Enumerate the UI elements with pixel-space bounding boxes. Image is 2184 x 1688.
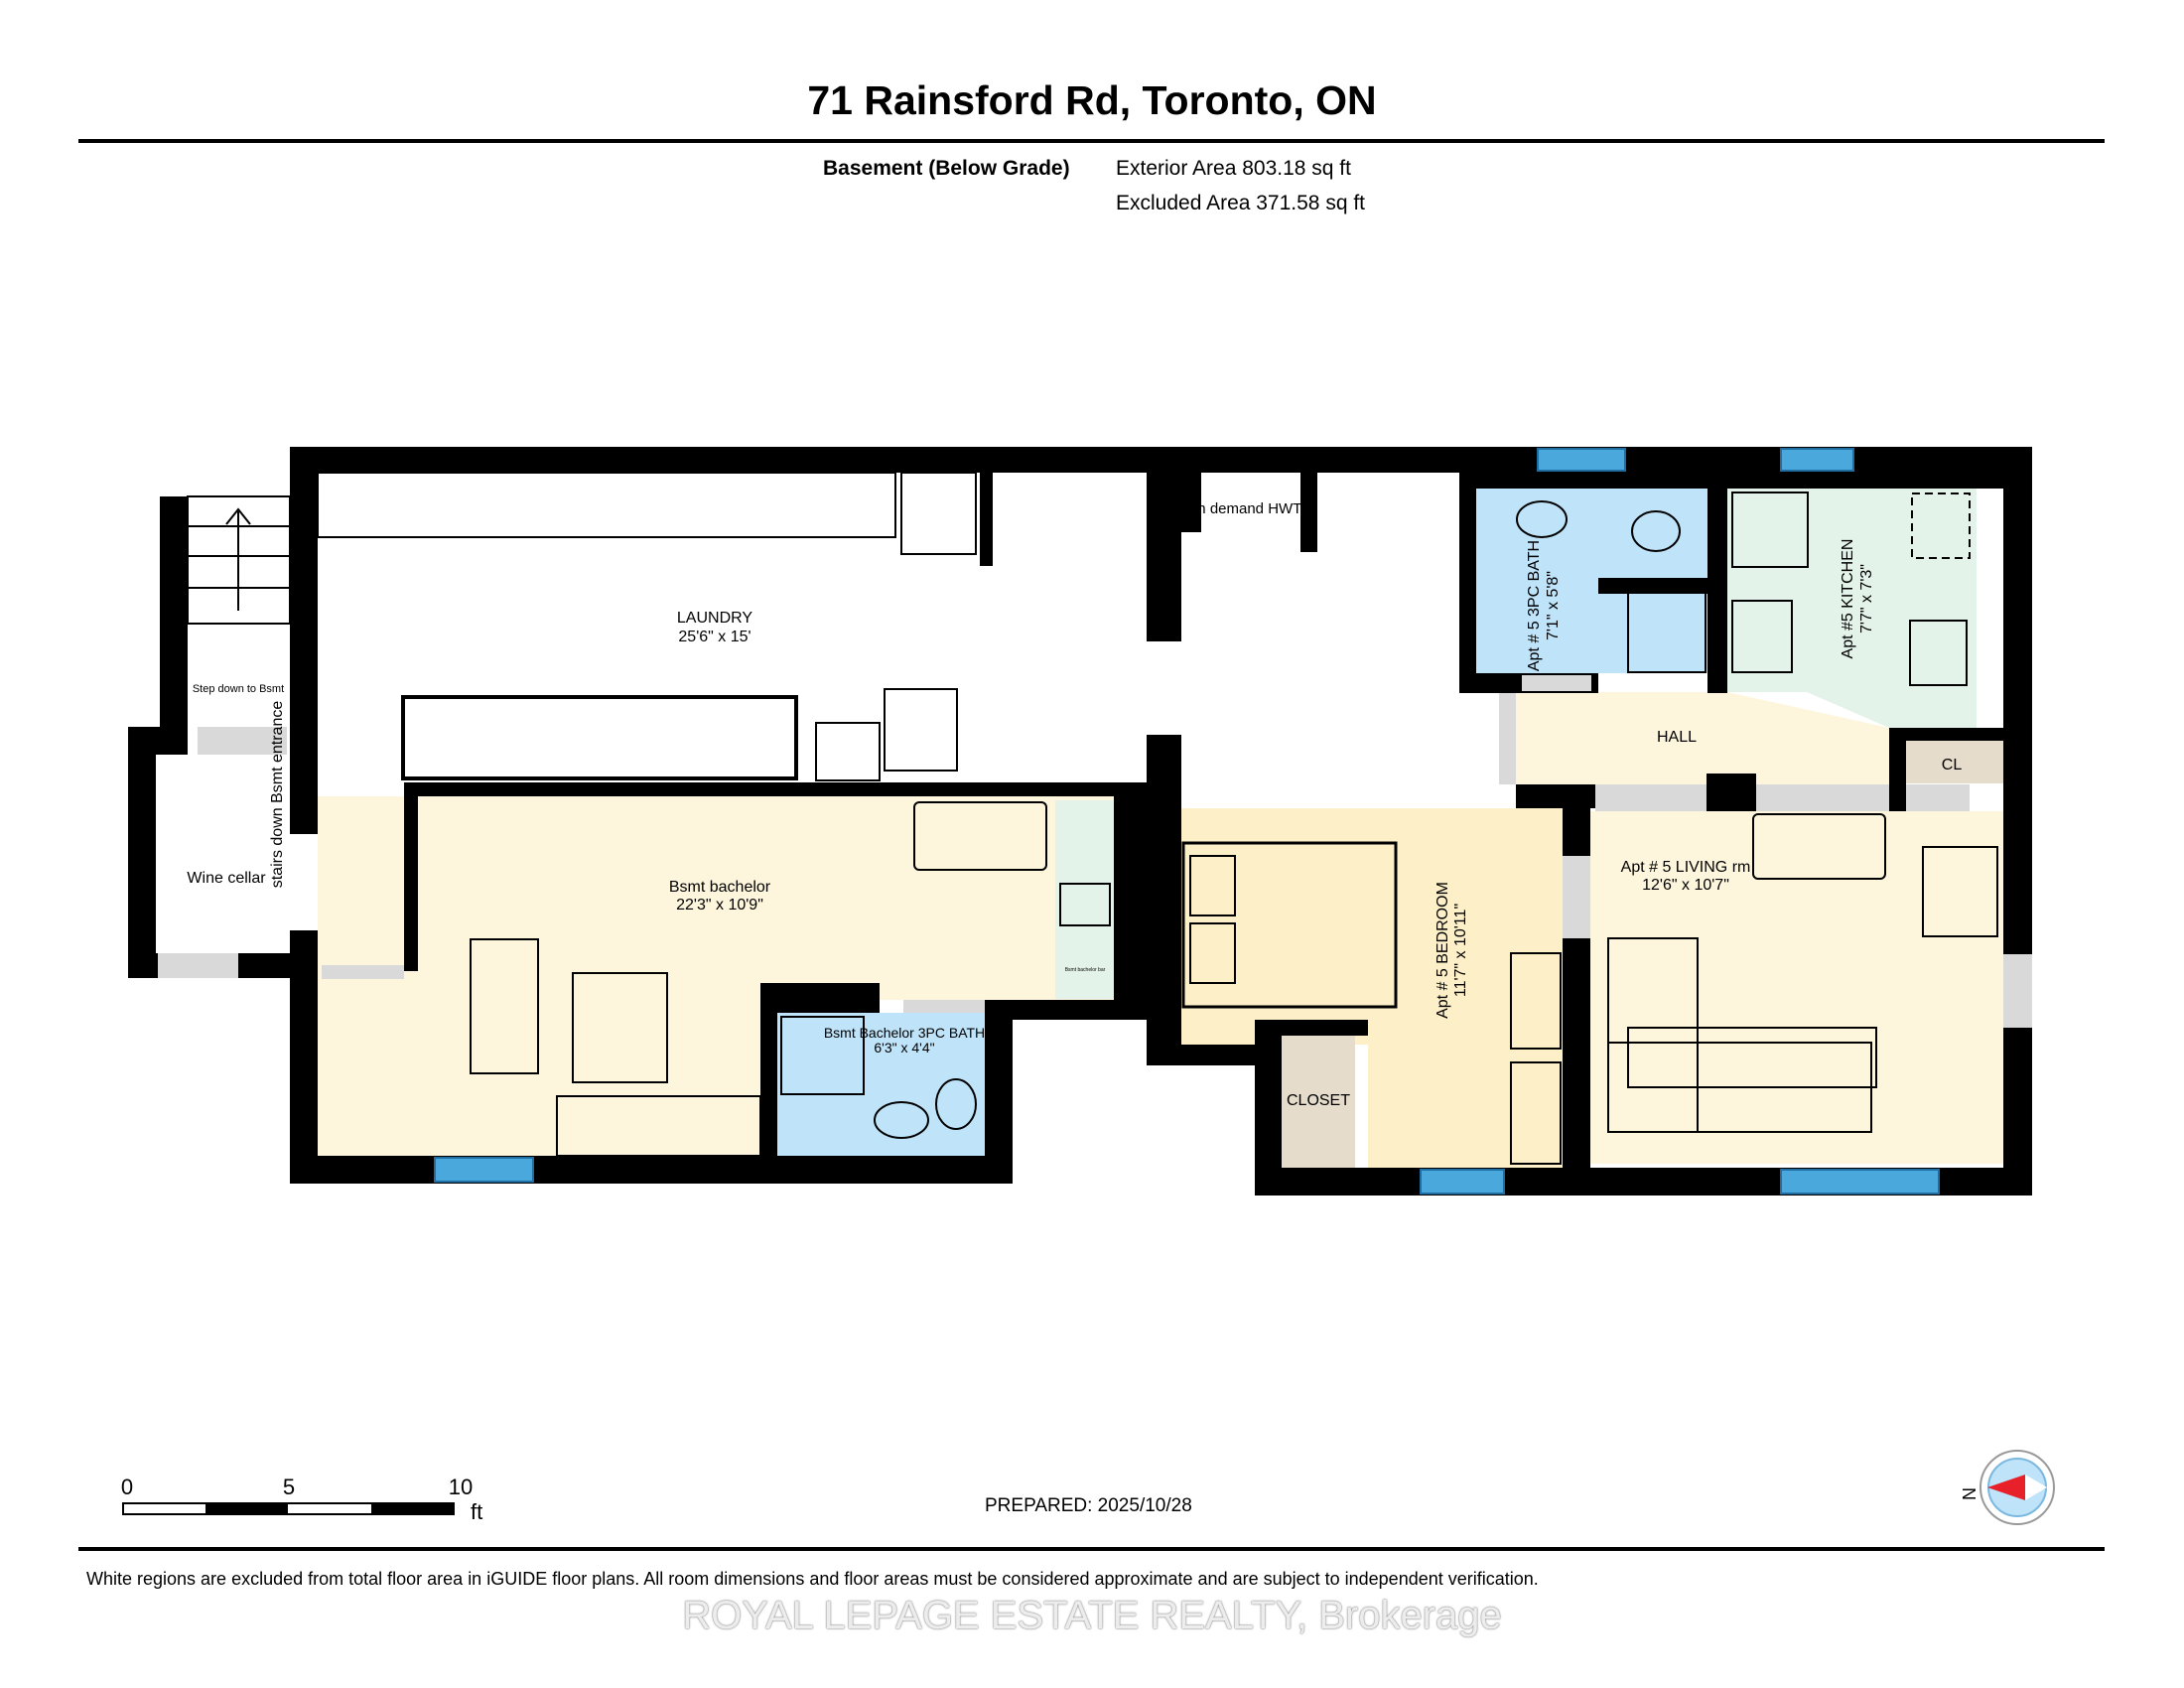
stairs-label: stairs down Bsmt entrance xyxy=(269,701,286,889)
dryer xyxy=(900,472,977,555)
doors xyxy=(158,675,2032,1028)
disclaimer: White regions are excluded from total fl… xyxy=(86,1569,1539,1589)
bedroom-fill-lower xyxy=(1368,1045,1563,1168)
living-label: Apt # 5 LIVING rm xyxy=(1621,859,1751,876)
window xyxy=(1420,1169,1505,1195)
closet-label: CLOSET xyxy=(1287,1092,1350,1109)
bsmt-shower xyxy=(780,1016,865,1095)
kitchen-dims: 7'7" x 7'3" xyxy=(1858,564,1875,633)
bath-sink xyxy=(1516,500,1568,538)
bedroom-fill xyxy=(1181,808,1563,1045)
compass-icon: N xyxy=(1959,1450,2055,1525)
closet-fill xyxy=(1282,1031,1355,1168)
toilet-area xyxy=(1911,492,1971,559)
scale-tick-10: 10 xyxy=(449,1475,473,1499)
window xyxy=(1537,448,1626,472)
exterior-area: Exterior Area 803.18 sq ft xyxy=(1116,157,1351,180)
watermark: ROYAL LEPAGE ESTATE REALTY, Brokerage xyxy=(682,1594,1502,1637)
kitchen-label: Apt #5 KITCHEN xyxy=(1840,539,1856,659)
nightstand xyxy=(1510,952,1562,1050)
scale-tick-0: 0 xyxy=(121,1475,133,1499)
laundry-label: LAUNDRY xyxy=(677,610,753,627)
step-down-label: Step down to Bsmt xyxy=(193,683,284,695)
shower xyxy=(1627,592,1706,673)
stairs xyxy=(187,495,291,625)
toilet xyxy=(1631,510,1681,552)
scale-unit: ft xyxy=(471,1499,482,1524)
fixtures xyxy=(317,472,1998,1165)
kitchen-fill xyxy=(1727,489,1977,728)
laundry-sink xyxy=(815,722,881,781)
scale-tick-5: 5 xyxy=(283,1475,295,1499)
page-title: 71 Rainsford Rd, Toronto, ON xyxy=(807,77,1377,123)
bedroom-dims: 11'7" x 10'11" xyxy=(1452,904,1469,997)
bar-label: Bsmt bachelor bar xyxy=(1065,967,1106,973)
bsmt-toilet xyxy=(935,1078,977,1130)
footer-divider xyxy=(78,1547,2105,1551)
header-divider xyxy=(78,139,2105,143)
dresser xyxy=(556,1095,761,1157)
window xyxy=(1780,448,1854,472)
armchair xyxy=(572,972,668,1083)
hwt-label: On demand HWT xyxy=(1186,500,1302,517)
living-dims: 12'6" x 10'7" xyxy=(1642,877,1729,894)
laundry-counter xyxy=(317,472,896,538)
bar-counter xyxy=(913,801,1047,871)
armchair xyxy=(1922,846,1998,937)
dresser xyxy=(1510,1061,1562,1165)
window xyxy=(1780,1169,1940,1195)
room-labels: LAUNDRY 25'6" x 15' On demand HWT Apt # … xyxy=(187,500,1962,1109)
bar-sink xyxy=(1059,883,1111,926)
bsmt-bath-label: Bsmt Bachelor 3PC BATH xyxy=(824,1025,985,1041)
stove xyxy=(1731,600,1793,673)
windows xyxy=(434,448,1940,1195)
table xyxy=(470,938,539,1074)
bsmt-bath-dims: 6'3" x 4'4" xyxy=(874,1040,934,1055)
apt-bath-label: Apt # 5 3PC BATH xyxy=(1526,540,1543,671)
floor-name: Basement (Below Grade) xyxy=(823,157,1070,180)
excluded-area: Excluded Area 371.58 sq ft xyxy=(1116,192,1366,214)
bedroom-label: Apt # 5 BEDROOM xyxy=(1434,882,1451,1019)
laundry-shelf xyxy=(401,695,798,780)
wine-cellar-label: Wine cellar xyxy=(187,870,266,887)
living-fill xyxy=(1590,811,2003,1164)
coffee-table xyxy=(1627,1027,1877,1088)
bed xyxy=(1181,841,1398,1009)
prepared-date: PREPARED: 2025/10/28 xyxy=(985,1495,1192,1516)
kitchen-sink xyxy=(1909,620,1968,686)
bsmt-bachelor-fill xyxy=(318,796,1114,1000)
bachelor-label: Bsmt bachelor xyxy=(669,879,771,896)
fridge xyxy=(1731,492,1809,568)
cl-fill xyxy=(1897,741,2003,783)
hall-label: HALL xyxy=(1657,729,1697,746)
compass-north-label: N xyxy=(1959,1487,1979,1500)
sofa xyxy=(1607,1042,1872,1133)
washer xyxy=(884,688,958,772)
laundry-dims: 25'6" x 15' xyxy=(678,629,751,645)
scale-bar: 0 5 10 ft xyxy=(121,1475,482,1524)
window xyxy=(434,1157,534,1183)
apt-bath-dims: 7'1" x 5'8" xyxy=(1545,571,1562,640)
bsmt-sink xyxy=(874,1101,929,1139)
hall-fill xyxy=(1516,692,1889,784)
cl-label: CL xyxy=(1942,757,1963,774)
desk xyxy=(1752,813,1886,880)
bachelor-dims: 22'3" x 10'9" xyxy=(676,897,763,914)
bar-fill xyxy=(1055,800,1115,999)
